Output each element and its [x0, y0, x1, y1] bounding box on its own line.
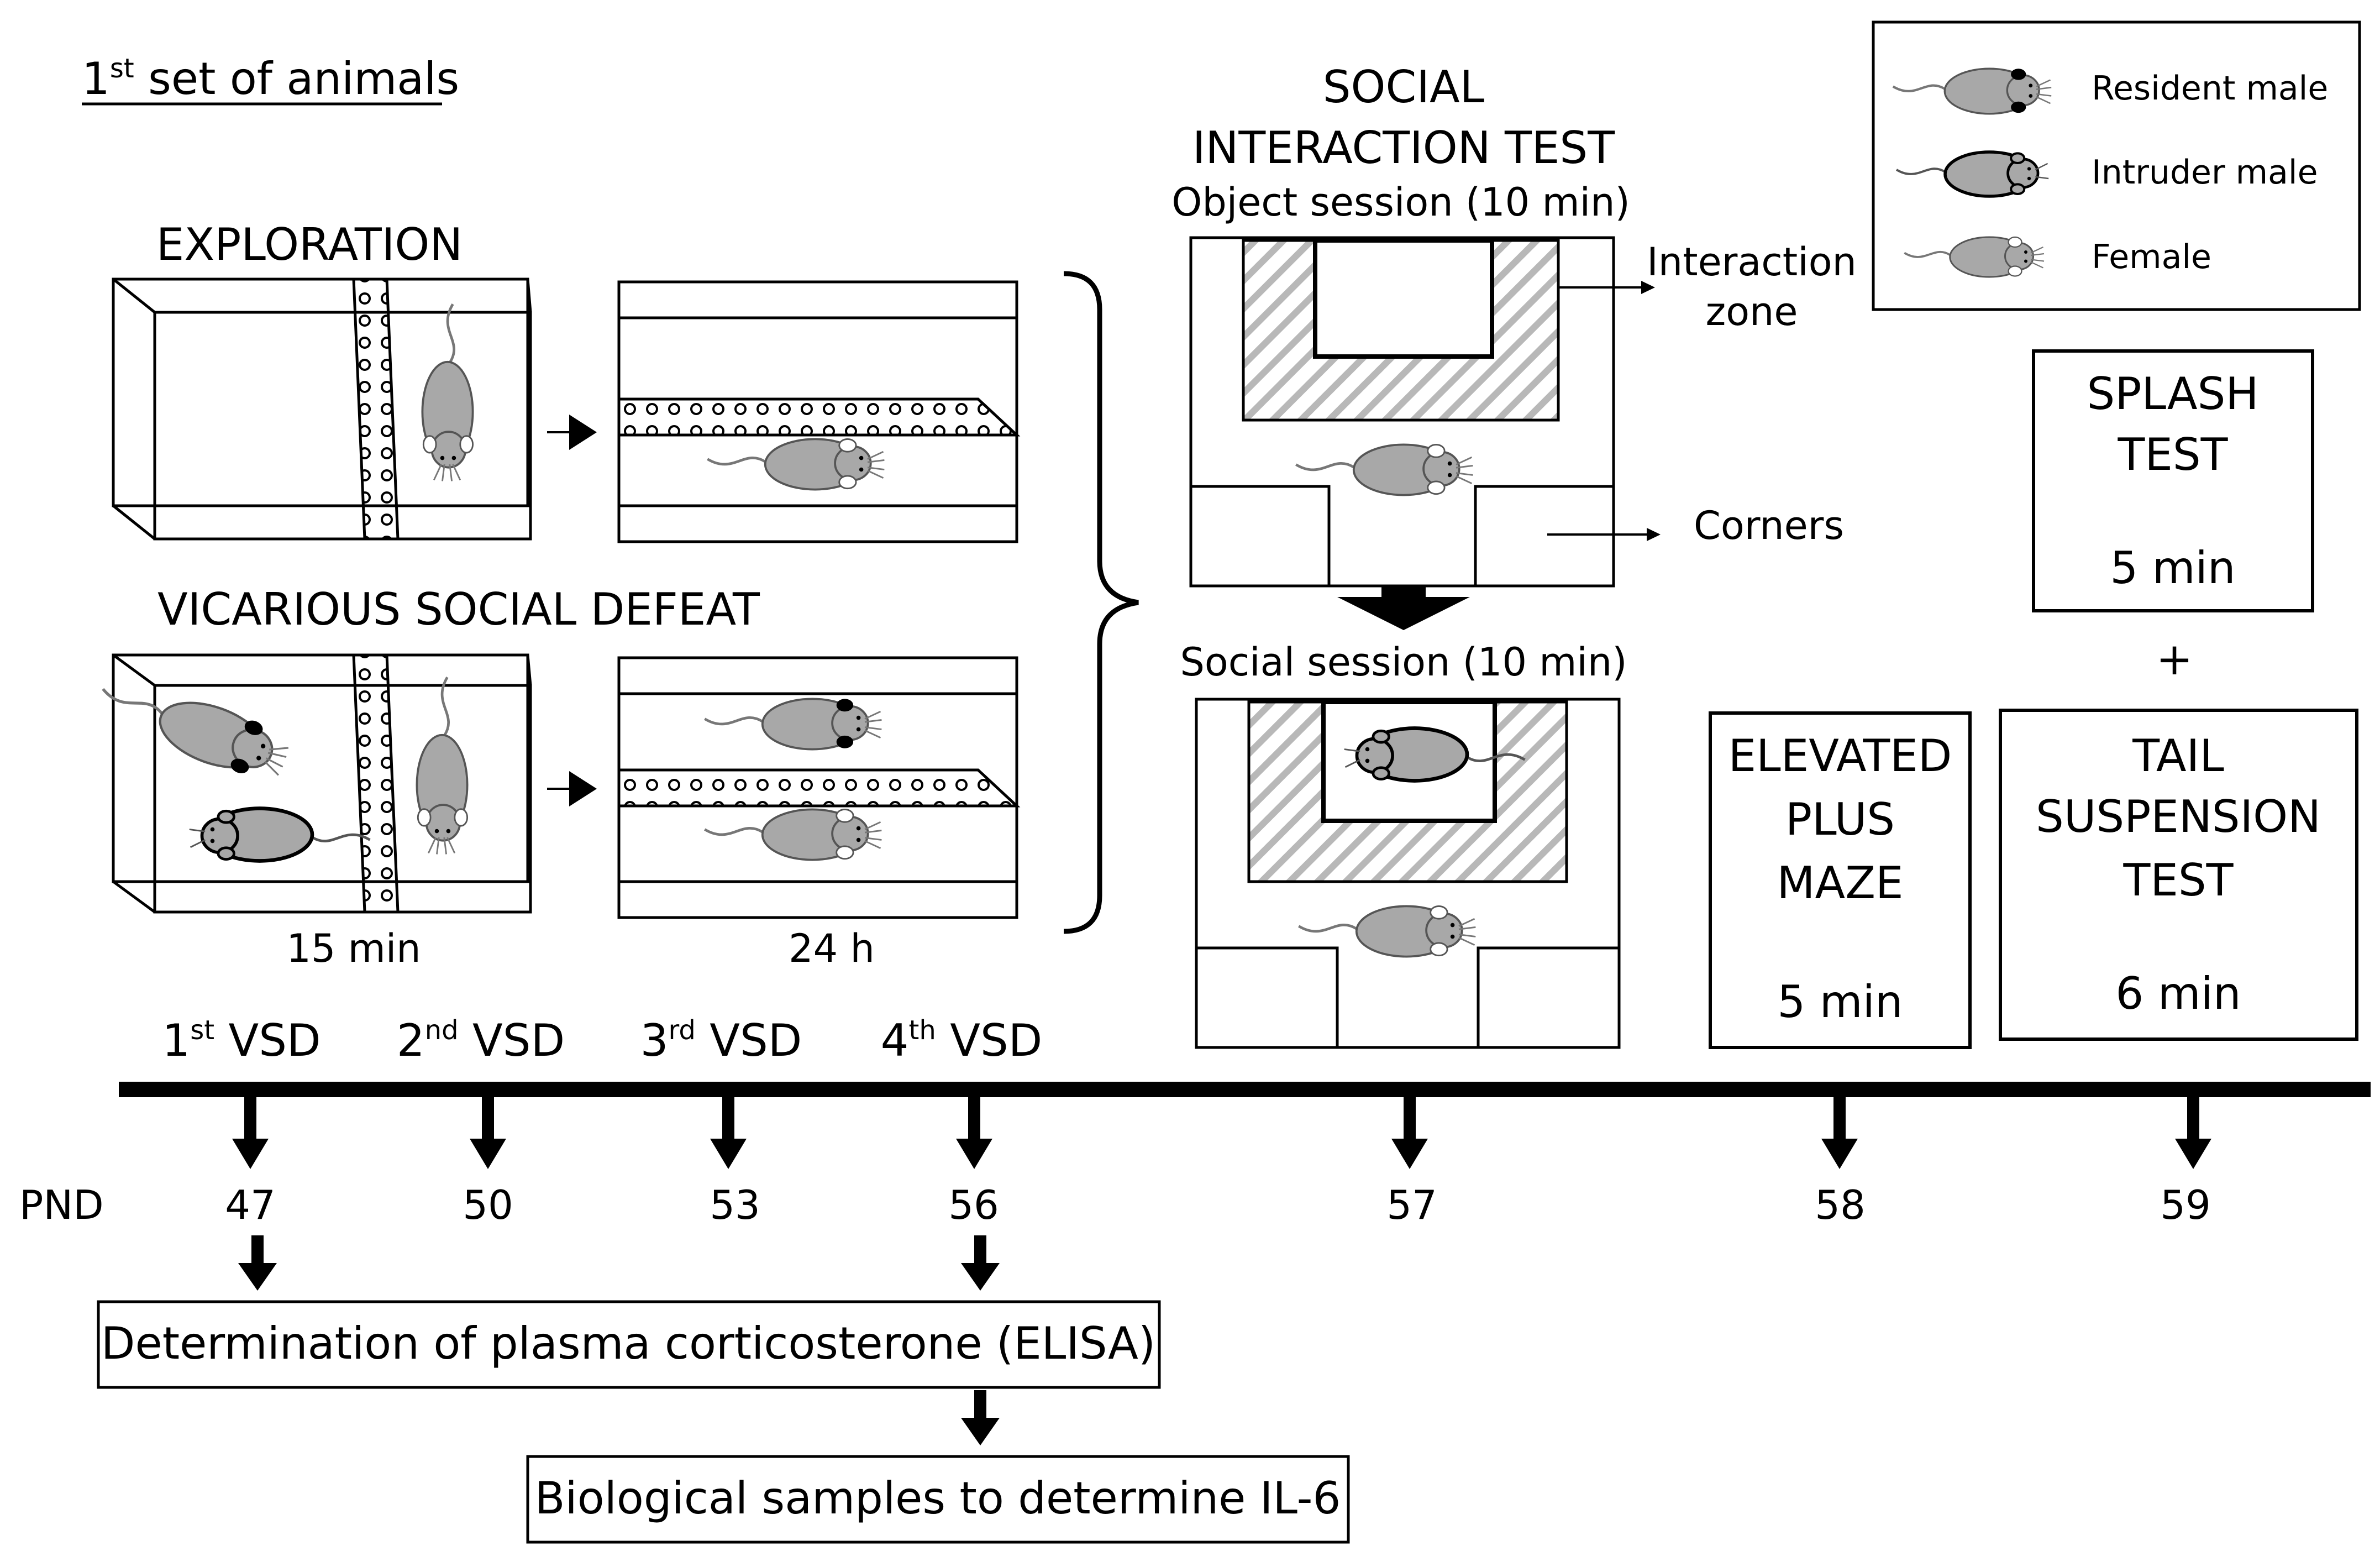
exploration-cage-with-divider [112, 277, 532, 541]
interaction-zone-arrowhead [1641, 281, 1655, 294]
splash-test-box [2032, 349, 2314, 612]
epm-box [1709, 711, 1972, 1049]
epm-time: 5 min [1777, 976, 1903, 1028]
exploration-cage-horizontal-divider [617, 280, 1021, 543]
vsd-title: VICARIOUS SOCIAL DEFEAT [157, 584, 760, 635]
pnd-day-56: 56 [948, 1182, 999, 1228]
pnd-day-53: 53 [710, 1182, 760, 1228]
social-title-1: SOCIAL [1323, 61, 1485, 113]
exploration-arrow [547, 415, 597, 450]
vsd-observer-mouse-2 [705, 809, 881, 860]
tst-time: 6 min [2115, 968, 2241, 1019]
vsd-intruder-mouse [190, 809, 370, 861]
epm-line-3: MAZE [1777, 857, 1903, 909]
sampling-arrows [238, 1235, 1000, 1445]
il6-box [526, 1455, 1350, 1544]
vsd-label-1: 1st VSD [162, 1015, 321, 1066]
interaction-zone-label-1: Interaction [1647, 239, 1857, 285]
vsd-observer-mouse [417, 677, 467, 854]
legend-resident-label: Resident male [2092, 69, 2328, 108]
exploration-mouse-2 [707, 439, 884, 489]
epm-line-2: PLUS [1785, 794, 1895, 845]
timeline-arrows [232, 1097, 2211, 1169]
tst-box [1999, 709, 2358, 1041]
tst-line-2: SUSPENSION [2036, 791, 2321, 842]
pnd-day-57: 57 [1386, 1182, 1437, 1228]
session-transition-arrow [1337, 586, 1470, 630]
corners-label: Corners [1694, 503, 1844, 548]
splash-line-1: SPLASH [2087, 368, 2258, 420]
plus-sign: + [2156, 633, 2193, 685]
exploration-title: EXPLORATION [156, 219, 463, 270]
vsd-cage-horizontal-divider [617, 656, 1021, 919]
curly-brace [1063, 271, 1139, 934]
pnd-label: PND [19, 1182, 104, 1228]
pnd-day-58: 58 [1815, 1182, 1866, 1228]
social-title-2: INTERACTION TEST [1192, 122, 1615, 174]
vsd-arrow [547, 771, 597, 806]
vsd-label-2: 2nd VSD [397, 1015, 565, 1066]
interaction-zone-label-2: zone [1705, 289, 1798, 334]
vsd-label-3: 3rd VSD [640, 1015, 802, 1066]
epm-line-1: ELEVATED [1728, 730, 1952, 782]
object-session-arena [1189, 236, 1615, 588]
vsd-resident-mouse-2 [705, 699, 881, 749]
vsd-cage-with-divider [112, 653, 532, 914]
tst-line-1: TAIL [2132, 730, 2224, 782]
pnd-day-59: 59 [2160, 1182, 2211, 1228]
vsd-label-4: 4th VSD [881, 1015, 1043, 1066]
set-label: 1st set of animals [82, 53, 459, 104]
splash-line-2: TEST [2117, 429, 2228, 480]
timeline-bar [119, 1082, 2371, 1097]
pnd-day-50: 50 [463, 1182, 513, 1228]
object-session-label: Object session (10 min) [1171, 180, 1630, 225]
vsd-time-15min: 15 min [286, 926, 421, 971]
splash-time: 5 min [2110, 542, 2235, 594]
corticosterone-label: Determination of plasma corticosterone (… [101, 1318, 1155, 1369]
corners-arrowhead [1647, 528, 1661, 541]
vsd-time-24h: 24 h [789, 926, 875, 971]
exploration-mouse [422, 304, 472, 481]
tst-line-3: TEST [2122, 855, 2234, 906]
legend-intruder-label: Intruder male [2092, 153, 2318, 192]
social-session-label: Social session (10 min) [1180, 640, 1627, 685]
pnd-day-47: 47 [225, 1182, 276, 1228]
legend-female-label: Female [2092, 238, 2211, 276]
il6-label: Biological samples to determine IL-6 [535, 1473, 1341, 1524]
corticosterone-box [97, 1300, 1161, 1389]
